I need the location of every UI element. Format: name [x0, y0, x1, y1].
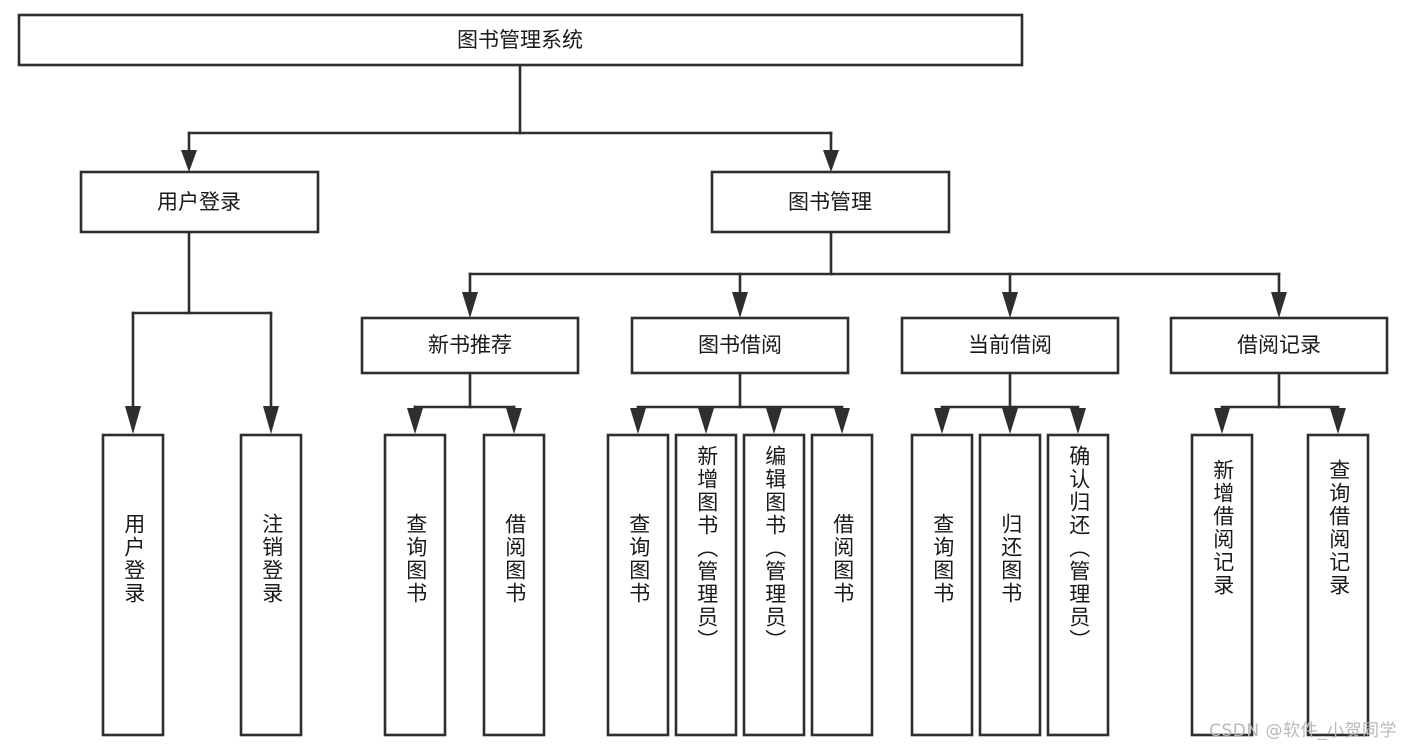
- node-root-book-management-system[interactable]: 图书管理系统: [17, 13, 1024, 67]
- arrowhead-nbr-leaf-1: [407, 408, 423, 434]
- node-root-label: 图书管理系统: [457, 28, 583, 52]
- arrowhead-leaf-user-login: [125, 406, 141, 434]
- node-borrow-record-box: [1169, 316, 1389, 375]
- leaf-box-cb-confirm-return-admin[interactable]: [1046, 433, 1110, 737]
- arrowhead-new-book-rec: [462, 292, 478, 318]
- arrowhead-br-leaf-1: [1214, 408, 1230, 434]
- leaf-box-bb-add-book-admin[interactable]: [674, 433, 738, 737]
- leaf-box-cb-return-book[interactable]: [978, 433, 1042, 737]
- csdn-watermark: CSDN @软件_小贺同学: [1209, 721, 1397, 741]
- arrowhead-book-mgmt: [823, 150, 839, 172]
- node-current-borrow-label: 当前借阅: [968, 333, 1052, 357]
- arrowhead-borrow-record: [1271, 292, 1287, 318]
- node-user-login[interactable]: 用户登录: [79, 170, 320, 234]
- connector-group-new-book-rec: [407, 371, 522, 434]
- node-book-borrow-label: 图书借阅: [698, 333, 782, 357]
- leaf-box-bb-borrow-book[interactable]: [810, 433, 874, 737]
- node-new-book-recommend-label: 新书推荐: [428, 333, 512, 357]
- connector-group-root: [181, 63, 839, 172]
- leaf-box-br-add-record[interactable]: [1190, 433, 1254, 737]
- arrowhead-cb-leaf-3: [1070, 408, 1086, 434]
- connector-group-book-mgmt: [462, 230, 1287, 318]
- node-current-borrow-box: [900, 316, 1120, 375]
- node-book-management-box: [710, 170, 951, 234]
- leaf-box-cb-query-book[interactable]: [910, 433, 974, 737]
- leaf-boxes: [101, 433, 1370, 737]
- arrowhead-book-borrow: [732, 292, 748, 318]
- arrowhead-bb-leaf-3: [766, 408, 782, 434]
- node-user-login-box: [79, 170, 320, 234]
- connector-group-current-borrow: [934, 371, 1086, 434]
- node-new-book-recommend[interactable]: 新书推荐: [360, 316, 580, 375]
- node-user-login-label: 用户登录: [157, 190, 241, 214]
- connector-group-borrow-record: [1214, 371, 1346, 434]
- node-current-borrow[interactable]: 当前借阅: [900, 316, 1120, 375]
- node-borrow-record-label: 借阅记录: [1237, 333, 1321, 357]
- leaf-box-user-login[interactable]: [101, 433, 165, 737]
- node-borrow-record[interactable]: 借阅记录: [1169, 316, 1389, 375]
- leaf-box-nbr-borrow-book[interactable]: [482, 433, 546, 737]
- leaf-box-br-query-record[interactable]: [1306, 433, 1370, 737]
- leaf-box-bb-edit-book-admin[interactable]: [742, 433, 806, 737]
- arrowhead-nbr-leaf-2: [506, 408, 522, 434]
- arrowhead-current-borrow: [1002, 292, 1018, 318]
- arrowhead-br-leaf-2: [1330, 408, 1346, 434]
- connector-group-book-borrow: [630, 371, 850, 434]
- node-book-borrow-box: [630, 316, 850, 375]
- arrowhead-bb-leaf-1: [630, 408, 646, 434]
- node-book-management[interactable]: 图书管理: [710, 170, 951, 234]
- leaf-box-nbr-query-book[interactable]: [383, 433, 447, 737]
- node-root-box: [17, 13, 1024, 67]
- node-new-book-recommend-box: [360, 316, 580, 375]
- arrowhead-cb-leaf-1: [934, 408, 950, 434]
- node-book-management-label: 图书管理: [788, 190, 872, 214]
- arrowhead-leaf-logout: [263, 406, 279, 434]
- arrowhead-user-login: [181, 150, 197, 172]
- arrowhead-cb-leaf-2: [1002, 408, 1018, 434]
- node-book-borrow[interactable]: 图书借阅: [630, 316, 850, 375]
- leaf-box-logout[interactable]: [239, 433, 303, 737]
- leaf-box-bb-query-book[interactable]: [606, 433, 670, 737]
- connector-group-user-login: [125, 230, 279, 434]
- arrowhead-bb-leaf-4: [834, 408, 850, 434]
- arrowhead-bb-leaf-2: [698, 408, 714, 434]
